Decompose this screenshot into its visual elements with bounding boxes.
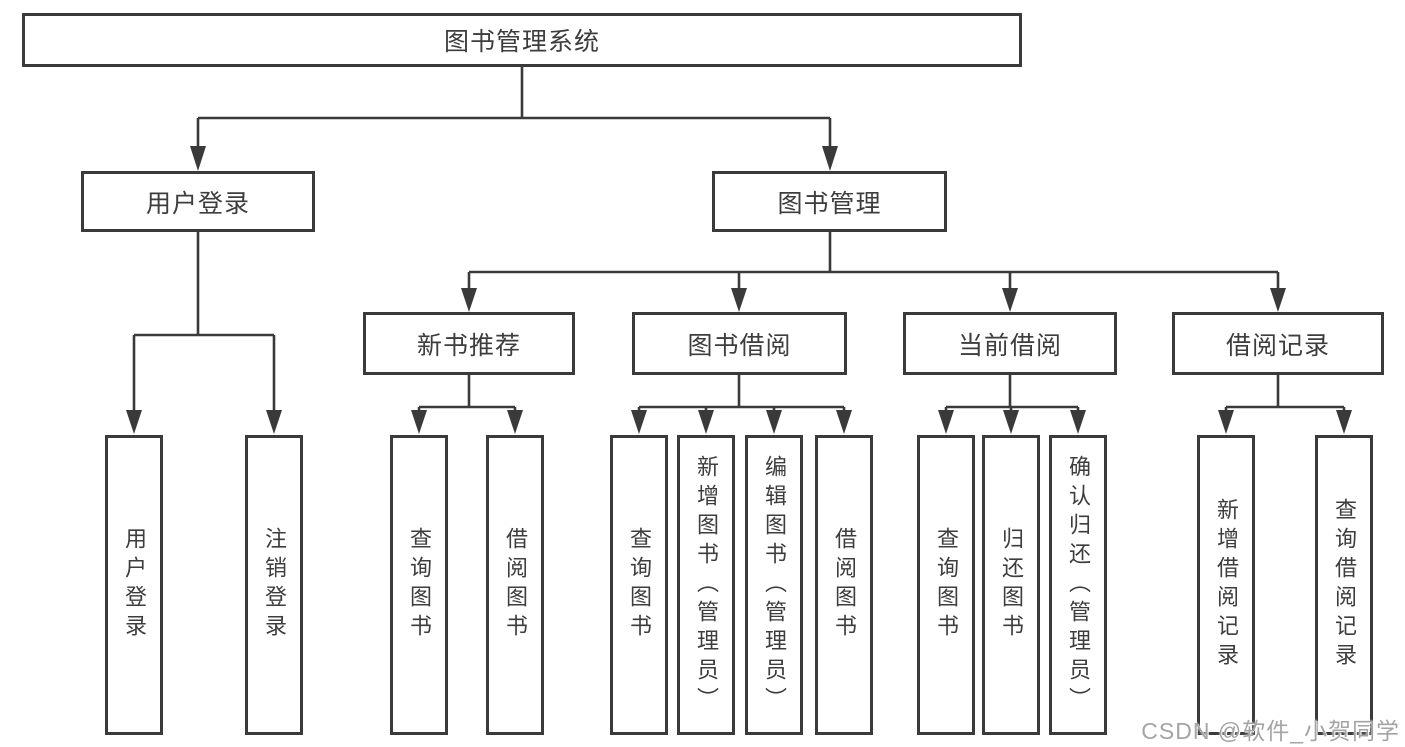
leaf-query-books-borrowing: 查询图书 bbox=[610, 435, 668, 735]
leaf-query-books-recommend: 查询图书 bbox=[390, 435, 448, 735]
leaf-add-borrow-record: 新增借阅记录 bbox=[1197, 435, 1255, 735]
leaf-confirm-return-admin: 确认归还（管理员） bbox=[1049, 435, 1107, 735]
leaf-label: 借阅图书 bbox=[503, 527, 528, 643]
leaf-query-books-current: 查询图书 bbox=[917, 435, 975, 735]
leaf-label: 注销登录 bbox=[262, 527, 287, 643]
node-current-borrowing: 当前借阅 bbox=[903, 312, 1117, 375]
leaf-label: 查询图书 bbox=[934, 527, 959, 643]
node-label: 图书借阅 bbox=[687, 331, 792, 360]
leaf-label: 查询图书 bbox=[627, 527, 652, 643]
leaf-logout: 注销登录 bbox=[245, 435, 303, 735]
leaf-label: 用户登录 bbox=[122, 527, 147, 643]
leaf-return-books: 归还图书 bbox=[982, 435, 1040, 735]
leaf-label: 新增图书（管理员） bbox=[694, 454, 719, 716]
leaf-label: 借阅图书 bbox=[832, 527, 857, 643]
node-label: 图书管理系统 bbox=[443, 28, 600, 56]
leaf-query-borrow-record: 查询借阅记录 bbox=[1315, 435, 1373, 735]
leaf-label: 确认归还（管理员） bbox=[1066, 454, 1091, 716]
node-label: 当前借阅 bbox=[957, 331, 1062, 360]
leaf-add-book-admin: 新增图书（管理员） bbox=[677, 435, 735, 735]
leaf-label: 查询图书 bbox=[407, 527, 432, 643]
node-new-book-recommendation: 新书推荐 bbox=[363, 312, 575, 375]
leaf-borrow-books-borrowing: 借阅图书 bbox=[815, 435, 873, 735]
arrowheads bbox=[126, 146, 1352, 434]
leaf-borrow-books-recommend: 借阅图书 bbox=[486, 435, 544, 735]
node-user-login: 用户登录 bbox=[81, 171, 315, 232]
leaf-label: 归还图书 bbox=[999, 527, 1024, 643]
node-library-management-system: 图书管理系统 bbox=[22, 13, 1022, 67]
leaf-edit-book-admin: 编辑图书（管理员） bbox=[745, 435, 803, 735]
node-label: 用户登录 bbox=[145, 189, 250, 218]
node-label: 图书管理 bbox=[777, 189, 882, 218]
node-borrowing-records: 借阅记录 bbox=[1172, 312, 1384, 375]
node-book-borrowing: 图书借阅 bbox=[632, 312, 847, 375]
node-book-management: 图书管理 bbox=[712, 171, 947, 232]
leaf-label: 新增借阅记录 bbox=[1214, 498, 1239, 672]
node-label: 新书推荐 bbox=[416, 331, 521, 360]
node-label: 借阅记录 bbox=[1225, 331, 1330, 360]
csdn-watermark: CSDN @软件_小贺同学 bbox=[1141, 718, 1400, 744]
leaf-user-login: 用户登录 bbox=[105, 435, 163, 735]
leaf-label: 查询借阅记录 bbox=[1332, 498, 1357, 672]
leaf-label: 编辑图书（管理员） bbox=[762, 454, 787, 716]
